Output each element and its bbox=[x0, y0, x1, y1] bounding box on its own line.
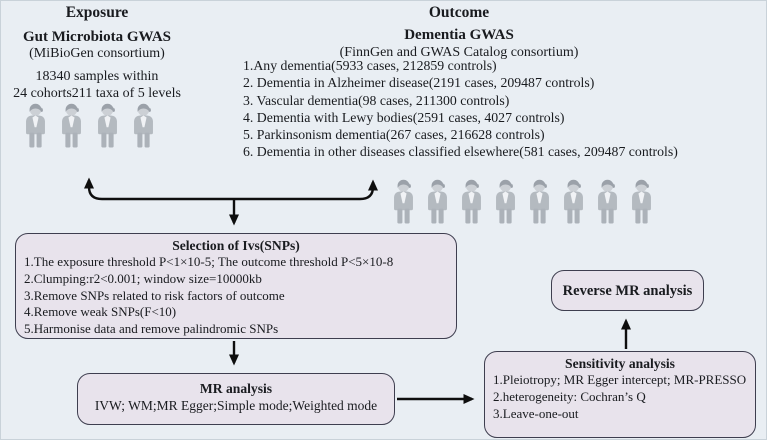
outcome-list-item: 3. Vascular dementia(98 cases, 211300 co… bbox=[243, 92, 510, 108]
person-icon bbox=[394, 179, 413, 224]
reverse-mr-title: Reverse MR analysis bbox=[562, 282, 693, 299]
exposure-samples-line1: 18340 samples within bbox=[35, 69, 159, 84]
person-icon bbox=[98, 103, 117, 148]
exposure-section-title: Exposure bbox=[65, 4, 129, 21]
selection-box-title: Selection of Ivs(SNPs) bbox=[172, 238, 300, 253]
outcome-gwas-title: Dementia GWAS bbox=[404, 27, 514, 43]
person-icon bbox=[496, 179, 515, 224]
arrow-merge-to-outcome bbox=[234, 179, 378, 201]
person-icon bbox=[26, 103, 45, 148]
outcome-people-group bbox=[390, 177, 655, 225]
outcome-list-item: 4. Dementia with Lewy bodies(2591 cases,… bbox=[243, 109, 565, 125]
selection-step: 5.Harmonise data and remove palindromic … bbox=[24, 321, 279, 337]
selection-step: 2.Clumping:r2<0.001; window size=10000kb bbox=[24, 270, 262, 286]
selection-step: 4.Remove weak SNPs(F<10) bbox=[24, 304, 177, 320]
reverse-mr-box: Reverse MR analysis bbox=[551, 270, 704, 311]
person-icon bbox=[632, 179, 651, 224]
outcome-list-item: 6. Dementia in other diseases classified… bbox=[243, 144, 678, 160]
person-icon bbox=[530, 179, 549, 224]
person-icon bbox=[564, 179, 583, 224]
selection-box-steps: 1.The exposure threshold P<1×10-5; The o… bbox=[24, 254, 448, 338]
sensitivity-step: 1.Pleiotropy; MR Egger intercept; MR-PRE… bbox=[493, 372, 747, 387]
sensitivity-box-title: Sensitivity analysis bbox=[565, 356, 675, 371]
person-icon bbox=[62, 103, 81, 148]
exposure-consortium: (MiBioGen consortium) bbox=[29, 46, 165, 61]
outcome-list: 1.Any dementia(5933 cases, 212859 contro… bbox=[243, 57, 678, 161]
person-icon bbox=[462, 179, 481, 224]
sensitivity-step: 3.Leave-one-out bbox=[493, 405, 579, 421]
exposure-people-group bbox=[22, 101, 157, 149]
sensitivity-step: 2.heterogeneity: Cochran’s Q bbox=[493, 388, 646, 404]
outcome-section: Outcome Dementia GWAS (FinnGen and GWAS … bbox=[236, 4, 682, 61]
arrow-merge-to-exposure bbox=[84, 177, 234, 201]
outcome-list-item: 2. Dementia in Alzheimer disease(2191 ca… bbox=[243, 75, 595, 91]
selection-box: Selection of Ivs(SNPs) 1.The exposure th… bbox=[15, 233, 457, 339]
mr-analysis-title: MR analysis bbox=[199, 381, 273, 396]
sensitivity-box-steps: 1.Pleiotropy; MR Egger intercept; MR-PRE… bbox=[493, 372, 747, 422]
selection-step: 3.Remove SNPs related to risk factors of… bbox=[24, 287, 285, 303]
exposure-section: Exposure Gut Microbiota GWAS (MiBioGen c… bbox=[1, 4, 193, 102]
mr-analysis-box: MR analysis IVW; WM;MR Egger;Simple mode… bbox=[77, 373, 395, 425]
person-icon bbox=[134, 103, 153, 148]
outcome-list-item: 1.Any dementia(5933 cases, 212859 contro… bbox=[243, 58, 497, 73]
exposure-gwas-title: Gut Microbiota GWAS bbox=[22, 29, 172, 45]
selection-step: 1.The exposure threshold P<1×10-5; The o… bbox=[24, 254, 394, 269]
person-icon bbox=[598, 179, 617, 224]
mr-analysis-methods: IVW; WM;MR Egger;Simple mode;Weighted mo… bbox=[94, 398, 378, 413]
sensitivity-box: Sensitivity analysis 1.Pleiotropy; MR Eg… bbox=[484, 351, 756, 438]
outcome-list-item: 5. Parkinsonism dementia(267 cases, 2166… bbox=[243, 127, 545, 143]
outcome-consortium: (FinnGen and GWAS Catalog consortium) bbox=[339, 45, 579, 60]
exposure-samples-line2: 24 cohorts211 taxa of 5 levels bbox=[13, 86, 181, 101]
person-icon bbox=[428, 179, 447, 224]
outcome-section-title: Outcome bbox=[428, 4, 490, 21]
